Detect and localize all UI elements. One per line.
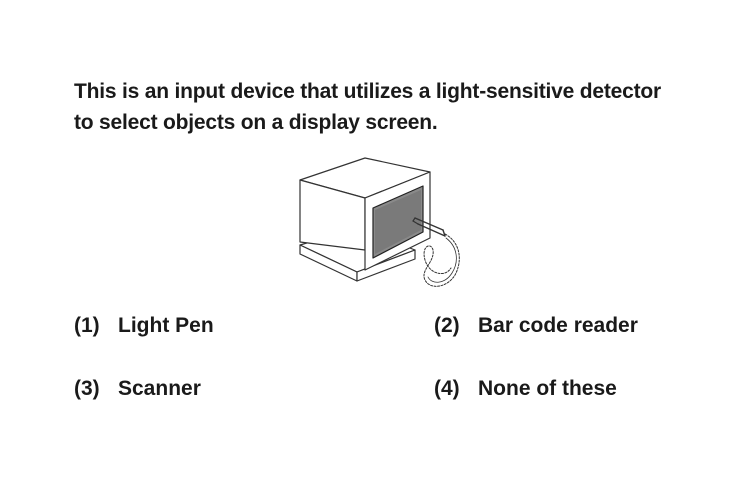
question-text: This is an input device that utilizes a … bbox=[74, 76, 714, 138]
option-label: None of these bbox=[478, 377, 617, 400]
option-4[interactable]: (4) None of these bbox=[434, 377, 617, 401]
option-number: (1) bbox=[74, 314, 100, 337]
question-line-2: to select objects on a display screen. bbox=[74, 111, 438, 134]
option-3[interactable]: (3) Scanner bbox=[74, 377, 201, 401]
option-1[interactable]: (1) Light Pen bbox=[74, 314, 214, 338]
option-label: Bar code reader bbox=[478, 314, 638, 337]
option-number: (4) bbox=[434, 377, 460, 400]
option-label: Scanner bbox=[118, 377, 201, 400]
light-pen-monitor-icon bbox=[295, 150, 475, 295]
option-label: Light Pen bbox=[118, 314, 214, 337]
question-line-1: This is an input device that utilizes a … bbox=[74, 80, 661, 103]
option-number: (2) bbox=[434, 314, 460, 337]
option-number: (3) bbox=[74, 377, 100, 400]
option-2[interactable]: (2) Bar code reader bbox=[434, 314, 638, 338]
